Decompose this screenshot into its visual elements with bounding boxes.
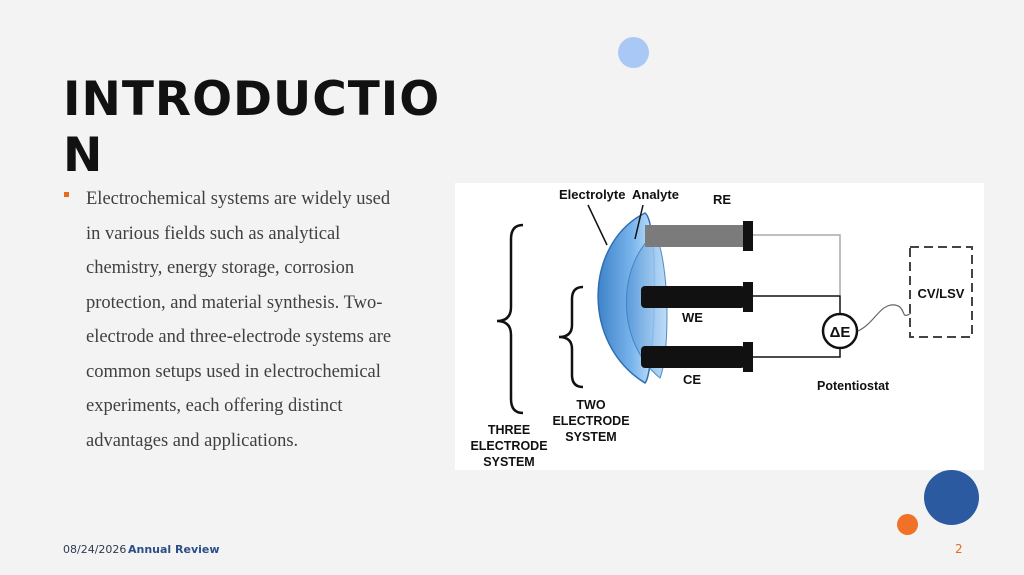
ce-label: CE — [683, 372, 701, 387]
analyte-pointer — [634, 204, 644, 240]
three-electrode-label-3: SYSTEM — [483, 455, 534, 469]
we-wire — [753, 295, 841, 315]
footer-date: 08/24/2026 — [63, 543, 127, 556]
electrolyte-label: Electrolyte — [559, 187, 625, 202]
slide-title: INTRODUCTION — [63, 72, 441, 183]
decor-circle-orange — [897, 514, 918, 535]
footer-name: Annual Review — [128, 543, 220, 556]
three-electrode-label-2: ELECTRODE — [470, 439, 547, 453]
bullet-item: Electrochemical systems are widely used … — [62, 182, 407, 458]
potentiostat-label: Potentiostat — [817, 379, 890, 393]
electrode-diagram: ΔE Electrolyte Analyte RE WE CE CV/LSV P… — [470, 187, 973, 469]
cv-lsv-box — [909, 246, 973, 338]
delta-e-label: ΔE — [830, 324, 851, 341]
bullet-text: Electrochemical systems are widely used … — [86, 189, 392, 451]
cv-lsv-label: CV/LSV — [918, 286, 965, 301]
ce-electrode — [641, 346, 745, 368]
two-electrode-label-1: TWO — [576, 398, 605, 412]
page-number: 2 — [955, 542, 963, 556]
bullet-square-icon — [64, 192, 69, 197]
two-electrode-label-2: ELECTRODE — [552, 414, 629, 428]
three-electrode-label-1: THREE — [488, 423, 530, 437]
analyte-label: Analyte — [632, 187, 679, 202]
we-electrode — [641, 286, 745, 308]
re-wire — [753, 234, 841, 295]
decor-circle-dark-blue — [924, 470, 979, 525]
two-electrode-label-3: SYSTEM — [565, 430, 616, 444]
signal-wire — [857, 304, 912, 332]
bullet-list: Electrochemical systems are widely used … — [62, 182, 407, 458]
potentiostat-icon — [821, 312, 859, 350]
ce-wire — [753, 349, 841, 358]
re-electrode — [645, 225, 745, 247]
electrode-system-figure: ΔE Electrolyte Analyte RE WE CE CV/LSV P… — [455, 183, 984, 470]
two-electrode-bracket — [558, 285, 584, 389]
electrolyte-pointer — [587, 204, 608, 246]
three-electrode-bracket — [496, 223, 524, 415]
decor-circle-light-blue — [618, 37, 649, 68]
re-label: RE — [713, 192, 731, 207]
we-label: WE — [682, 310, 703, 325]
